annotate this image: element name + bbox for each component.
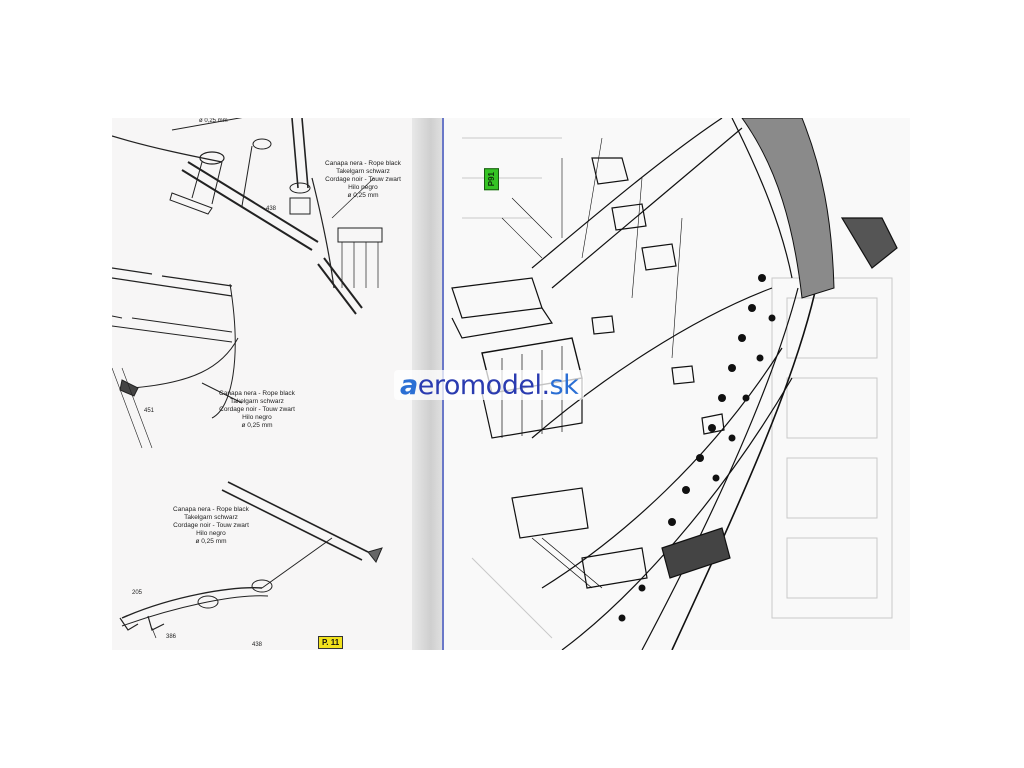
- page-number-tag: P. 11: [318, 636, 344, 649]
- part-number-438: 438: [252, 642, 263, 648]
- logo-dot: .: [541, 369, 550, 401]
- part-number-386: 386: [166, 634, 177, 640]
- rope-caption-bottom: Canapa nera - Rope black Takelgarn schwa…: [173, 506, 249, 545]
- instruction-booklet-photo: ø 0,25 mm Canapa nera - Rope black Takel…: [112, 118, 910, 650]
- step-green-tag: P91: [484, 168, 499, 191]
- logo-prefix: a: [400, 369, 418, 401]
- part-number-438: 438: [266, 206, 277, 212]
- logo-tld: sk: [549, 369, 579, 401]
- rope-caption-top: Canapa nera - Rope black Takelgarn schwa…: [325, 160, 401, 199]
- dimension-label: ø 0,25 mm: [199, 118, 228, 124]
- left-page-drawings: [112, 118, 383, 639]
- left-page: ø 0,25 mm Canapa nera - Rope black Takel…: [112, 118, 424, 650]
- logo-word: eromodel: [417, 369, 542, 401]
- ship-hull-drawing: [451, 118, 898, 650]
- part-number-451: 451: [144, 408, 155, 414]
- part-number-205: 205: [132, 590, 143, 596]
- rope-caption-middle: Canapa nera - Rope black Takelgarn schwa…: [219, 390, 295, 429]
